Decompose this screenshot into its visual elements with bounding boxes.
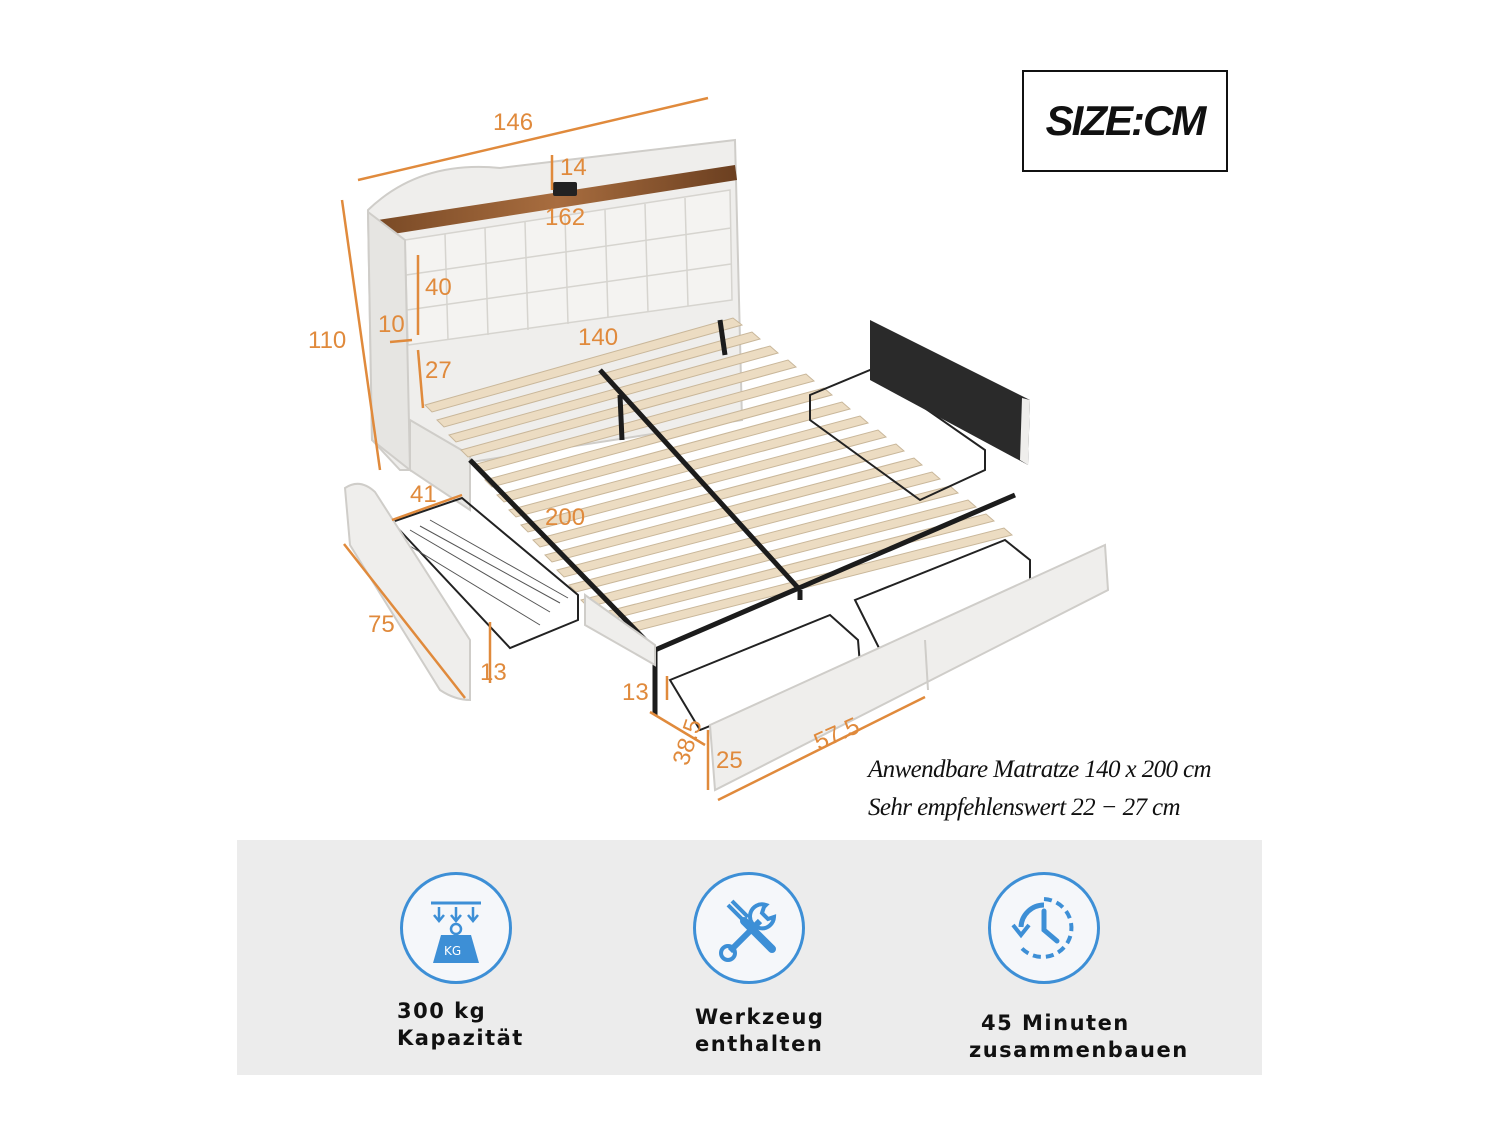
feature-capacity-line1: 300 kg bbox=[397, 999, 487, 1023]
dim-40: 40 bbox=[425, 274, 452, 301]
dim-13-left: 13 bbox=[480, 659, 507, 686]
dim-146: 146 bbox=[493, 109, 533, 136]
dim-110: 110 bbox=[308, 327, 346, 354]
dim-200: 200 bbox=[545, 504, 585, 531]
weight-kg-icon: KG bbox=[400, 872, 512, 984]
drawers-front bbox=[584, 538, 1110, 792]
features-panel: KG 300 kg Kapazität Werkzeug enthalten bbox=[237, 840, 1262, 1075]
bed-diagram: 146 14 162 110 40 10 140 27 41 200 75 13… bbox=[308, 96, 1110, 802]
feature-capacity-line2: Kapazität bbox=[397, 1026, 524, 1050]
dim-75: 75 bbox=[368, 611, 395, 638]
dim-140: 140 bbox=[578, 324, 618, 351]
dimension-lines bbox=[340, 96, 926, 802]
dim-13-front: 13 bbox=[622, 679, 649, 706]
feature-tools-line1: Werkzeug bbox=[695, 1005, 825, 1029]
feature-time-line2: zusammenbauen bbox=[969, 1038, 1189, 1062]
dim-14: 14 bbox=[560, 154, 587, 181]
recommended-thickness-note: Sehr empfehlenswert 22 − 27 cm bbox=[868, 794, 1181, 821]
feature-capacity-label: 300 kg Kapazität bbox=[397, 998, 524, 1052]
side-rail bbox=[409, 418, 471, 512]
drawer-left bbox=[343, 482, 579, 702]
slats bbox=[424, 317, 1014, 638]
dim-41: 41 bbox=[410, 481, 437, 508]
mattress-note: Anwendbare Matratze 140 x 200 cm bbox=[868, 756, 1212, 783]
feature-time-label: 45 Minuten zusammenbauen bbox=[969, 1010, 1189, 1064]
metal-frame bbox=[468, 319, 1016, 715]
size-unit-label: SIZE:CM bbox=[1022, 70, 1228, 172]
svg-text:KG: KG bbox=[444, 944, 461, 958]
clock-icon bbox=[988, 872, 1100, 984]
feature-tools-label: Werkzeug enthalten bbox=[695, 1004, 824, 1058]
wooden-shelf bbox=[378, 165, 737, 236]
usb-port-icon bbox=[553, 182, 577, 196]
dim-27: 27 bbox=[425, 357, 452, 384]
dim-10: 10 bbox=[378, 311, 405, 338]
drawer-back-right bbox=[809, 320, 1030, 502]
dim-25: 25 bbox=[716, 747, 743, 774]
headboard bbox=[366, 138, 744, 473]
tools-icon bbox=[693, 872, 805, 984]
tufted-panel bbox=[404, 189, 733, 346]
dim-162: 162 bbox=[545, 204, 585, 231]
dim-38-5: 38.5 bbox=[668, 716, 708, 769]
feature-tools-line2: enthalten bbox=[695, 1032, 824, 1056]
feature-time-line1: 45 Minuten bbox=[981, 1011, 1130, 1035]
